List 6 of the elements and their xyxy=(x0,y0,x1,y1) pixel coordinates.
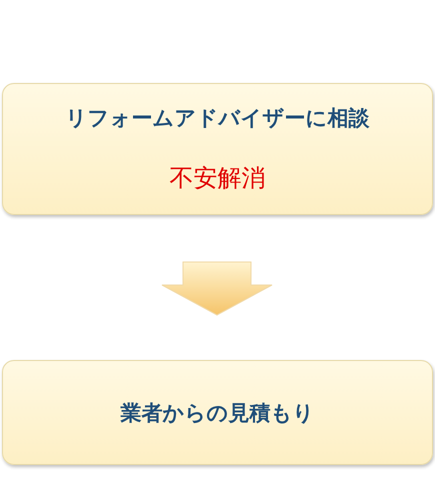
box-subtext: 不安解消 xyxy=(170,163,266,194)
process-box xyxy=(2,83,433,215)
box-heading: 業者からの見積もり xyxy=(120,400,314,426)
block-arrow xyxy=(162,262,272,316)
box-heading: リフォームアドバイザーに相談 xyxy=(66,105,370,132)
process-box xyxy=(2,360,433,465)
